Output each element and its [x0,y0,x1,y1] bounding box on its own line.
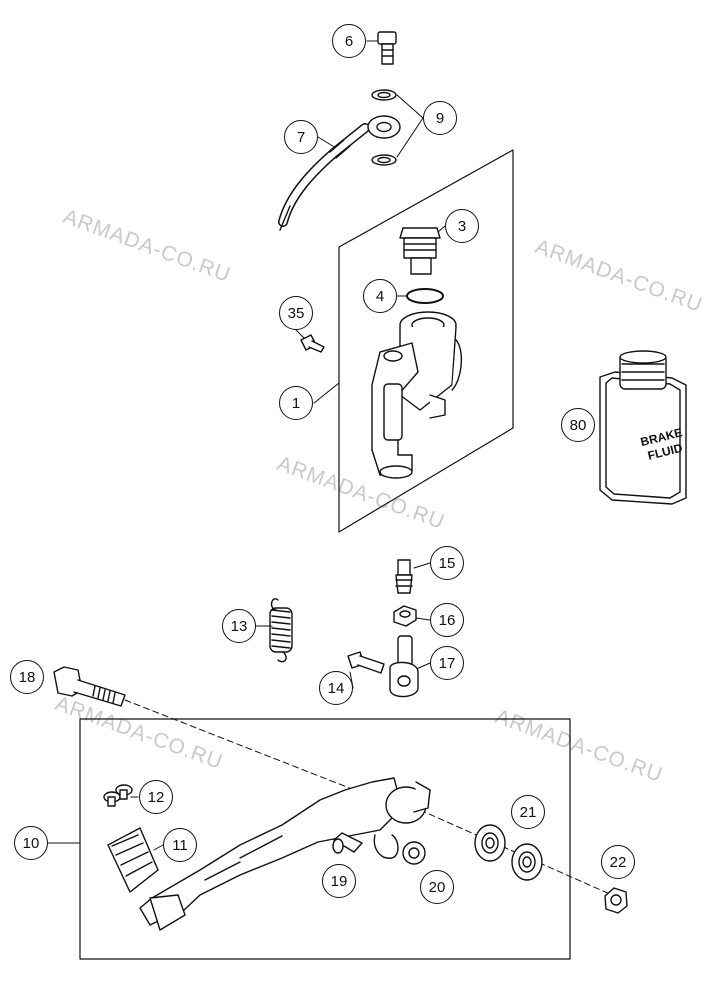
callout-3[interactable]: 3 [445,209,479,243]
callout-4[interactable]: 4 [363,279,397,313]
callout-80[interactable]: 80 [561,408,595,442]
bearing-lower-part [511,843,543,881]
reservoir-adapter-part [399,227,441,275]
step-plate-part [107,827,159,893]
callout-18[interactable]: 18 [10,660,44,694]
spacer-part [402,841,426,865]
callout-22[interactable]: 22 [601,845,635,879]
banjo-bolt-part [377,31,397,65]
callout-7[interactable]: 7 [284,120,318,154]
bearing-upper-part [474,824,506,862]
pedal-panel [79,718,571,960]
nut-part [393,605,417,627]
callout-9[interactable]: 9 [423,101,457,135]
spring-part [269,598,293,663]
brake-fluid-can-part [599,350,687,505]
master-cylinder-part [371,311,463,479]
adjuster-part [395,559,413,594]
seal-ring-upper [371,89,397,101]
clevis-part [389,635,419,698]
seal-ring-lower [371,154,397,166]
screw-part [300,334,325,353]
callout-10[interactable]: 10 [14,826,48,860]
brake-hose-part [278,115,401,231]
callout-19[interactable]: 19 [322,864,356,898]
callout-14[interactable]: 14 [319,671,353,705]
cylinder-panel [338,149,514,533]
callout-15[interactable]: 15 [430,546,464,580]
o-ring-part [406,288,444,304]
flange-nut-part [604,887,628,914]
callout-20[interactable]: 20 [420,870,454,904]
rivets-part [103,784,133,807]
callout-21[interactable]: 21 [511,795,545,829]
callout-6[interactable]: 6 [332,24,366,58]
callout-13[interactable]: 13 [222,609,256,643]
pedal-bolt-part [53,666,126,707]
callout-11[interactable]: 11 [163,828,197,862]
callout-35[interactable]: 35 [279,296,313,330]
callout-12[interactable]: 12 [139,780,173,814]
pin-part [347,651,385,674]
callout-16[interactable]: 16 [430,603,464,637]
bushing-part [332,832,363,854]
callout-1[interactable]: 1 [279,386,313,420]
brake-pedal-part [139,777,431,931]
callout-17[interactable]: 17 [430,646,464,680]
